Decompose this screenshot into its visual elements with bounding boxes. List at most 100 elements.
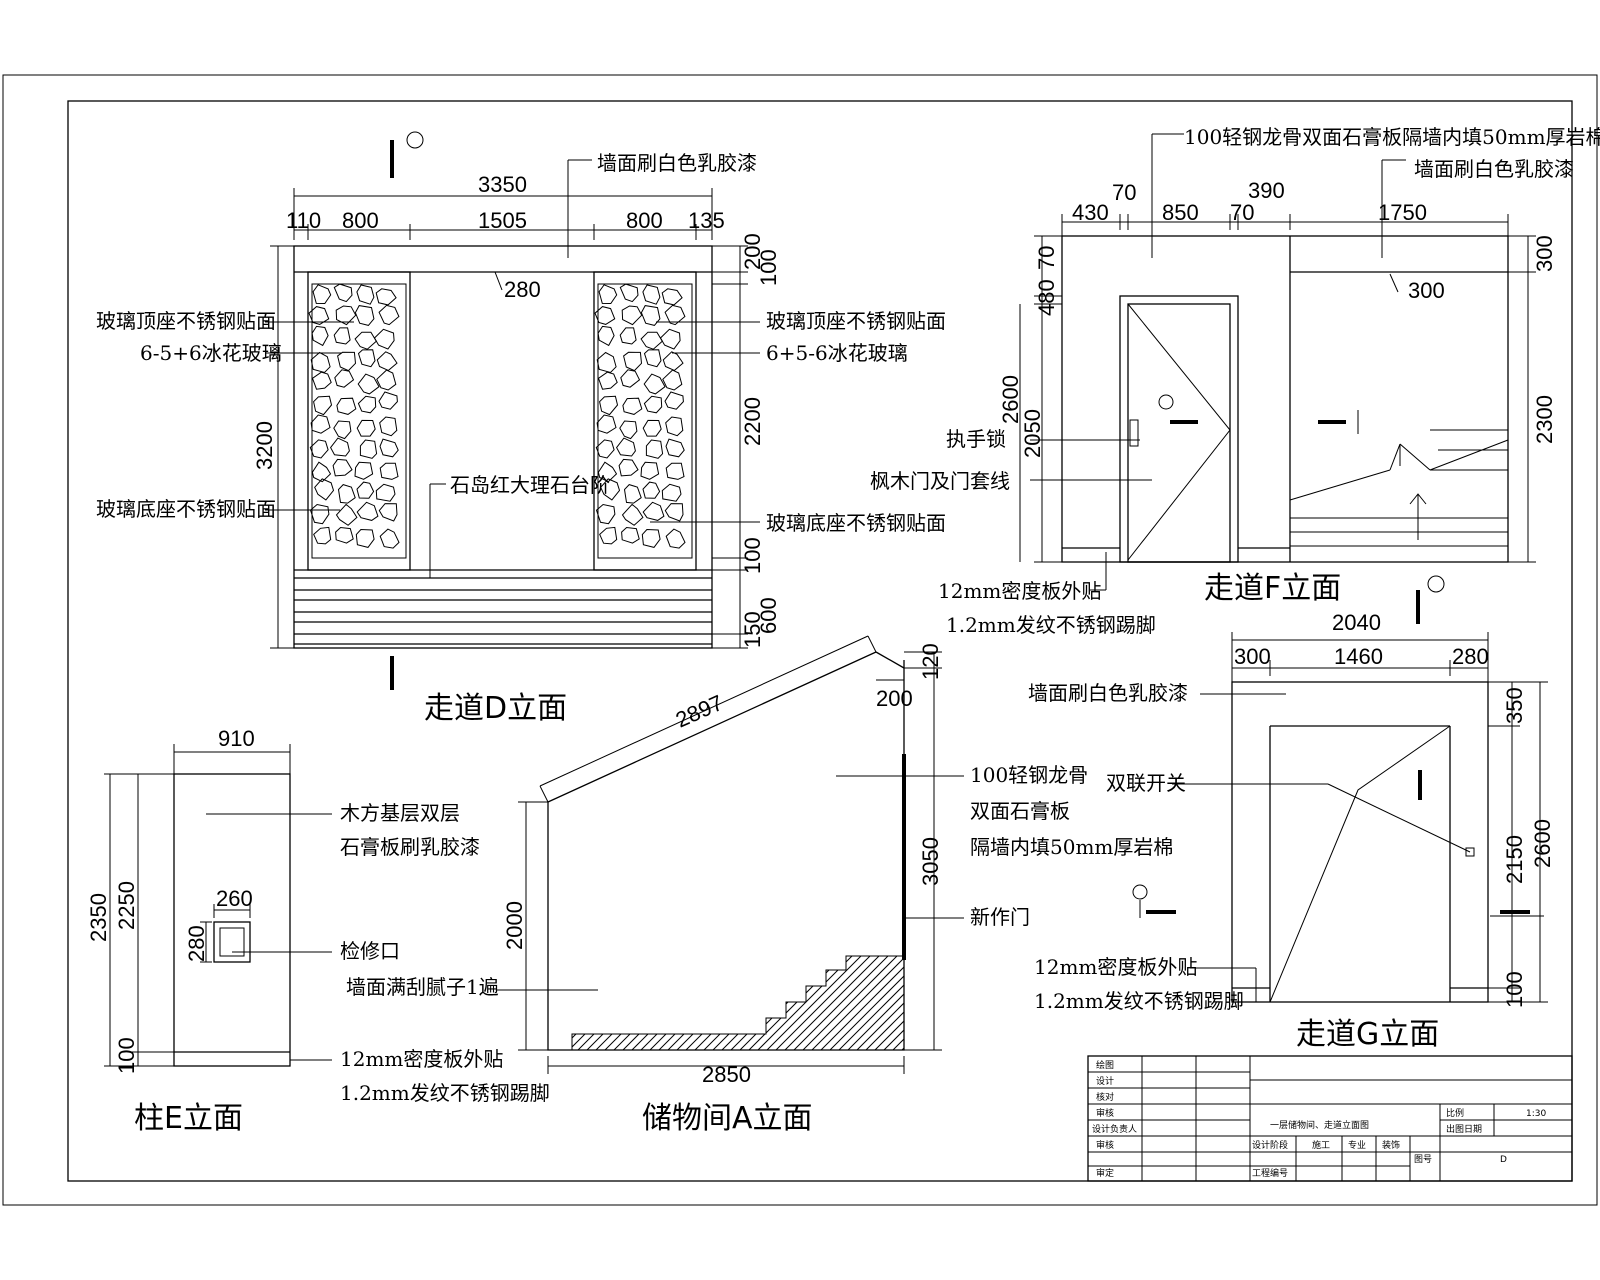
f-dim-1750: 1750 <box>1378 200 1427 225</box>
ice-cell <box>313 526 332 545</box>
a-dim-3050: 3050 <box>918 837 943 886</box>
ice-cell <box>662 369 683 391</box>
outer-border <box>2 74 1598 1206</box>
ice-cell <box>356 481 375 499</box>
ice-cell <box>311 371 332 390</box>
ice-cell <box>333 420 352 440</box>
tb-bottom-a: 工程编号 <box>1252 1167 1288 1179</box>
ice-cell <box>313 395 333 416</box>
ice-cell <box>619 283 639 303</box>
ice-cell <box>337 484 356 504</box>
d-title: 走道D立面 <box>424 691 567 726</box>
hatch-line <box>613 956 715 1050</box>
ice-cell <box>643 349 662 368</box>
hatch-line <box>847 956 904 1050</box>
d-outline <box>293 245 713 649</box>
hatch-line <box>829 956 904 1050</box>
ice-cell <box>333 327 351 345</box>
ice-cell <box>597 371 618 390</box>
ice-cell <box>356 419 376 437</box>
a-dim-2000: 2000 <box>502 901 527 950</box>
d-note-marble: 石岛红大理石台阶 <box>450 473 610 497</box>
hatch-line <box>874 956 904 1050</box>
ice-cell <box>311 461 332 483</box>
ice-cell <box>597 461 618 483</box>
d-glass-right <box>593 271 697 571</box>
view-g-elevation: 2040 300 1460 280 350 2150 2600 100 墙面刷白… <box>1028 610 1555 1052</box>
f-note-door: 枫木门及门套线 <box>870 469 1010 493</box>
a-title: 储物间A立面 <box>642 1101 813 1136</box>
ice-cell <box>662 351 684 371</box>
f-note-lock: 执手锁 <box>946 427 1006 451</box>
f-note-partition: 100轻钢龙骨双面石膏板隔墙内填50mm厚岩棉 <box>1184 125 1600 149</box>
hatch-line <box>811 956 904 1050</box>
ice-cell <box>357 395 377 414</box>
ice-cell <box>594 306 616 325</box>
ice-cell <box>354 305 375 326</box>
g-note-skirting-1: 12mm密度板外贴 <box>1034 955 1197 979</box>
f-note-wall-paint: 墙面刷白色乳胶漆 <box>1414 157 1574 181</box>
ice-cell <box>597 325 615 347</box>
ice-cell <box>661 288 683 306</box>
tb-scale-value: 1:30 <box>1526 1109 1546 1119</box>
hatch-line <box>748 956 850 1050</box>
ice-cell <box>359 439 378 459</box>
hatch-line <box>766 956 868 1050</box>
e-note-skirting-1: 12mm密度板外贴 <box>340 1047 503 1071</box>
d-note-glass-bottom-right: 玻璃底座不锈钢贴面 <box>766 511 946 535</box>
f-dim-300-inner: 300 <box>1408 278 1445 303</box>
g-dim-100: 100 <box>1502 971 1527 1008</box>
e-dim-2250: 2250 <box>114 881 139 930</box>
ice-cell <box>641 528 661 548</box>
ice-cell <box>616 437 636 457</box>
d-ice-pattern-left <box>308 283 400 549</box>
hatch-line <box>784 956 886 1050</box>
ice-cell <box>642 419 662 437</box>
f-dim-850: 850 <box>1162 200 1199 225</box>
hatch-line <box>820 956 904 1050</box>
ice-cell <box>665 438 685 458</box>
tb-sheet-label: 出图日期 <box>1446 1123 1482 1135</box>
f-door-leaf <box>1127 303 1231 563</box>
ice-cell <box>379 416 398 437</box>
ice-cell <box>642 481 661 499</box>
hatch-line <box>947 950 1047 1050</box>
d-ice-pattern-right <box>594 283 686 549</box>
g-dim-2150: 2150 <box>1502 835 1527 884</box>
g-note-switch: 双联开关 <box>1106 771 1186 795</box>
tb-mid-3: 专业 <box>1348 1139 1366 1151</box>
f-dim-70-left: 70 <box>1034 246 1059 270</box>
hatch-line <box>685 956 787 1050</box>
g-note-wall-paint: 墙面刷白色乳胶漆 <box>1028 681 1188 705</box>
d-note-wall-paint: 墙面刷白色乳胶漆 <box>597 151 757 175</box>
hatch-line <box>911 950 1011 1050</box>
ice-cell <box>642 501 665 521</box>
ice-cell <box>621 526 640 544</box>
hatch-line <box>838 956 904 1050</box>
ice-cell <box>357 349 376 368</box>
ice-cell <box>310 414 331 434</box>
ice-cell <box>595 503 616 525</box>
ice-cell <box>335 526 354 544</box>
tb-row-5: 设计负责人 <box>1092 1123 1137 1135</box>
f-note-skirting-1: 12mm密度板外贴 <box>938 579 1101 603</box>
ice-cell <box>665 462 685 480</box>
hatch-line <box>640 956 742 1050</box>
hatch-line <box>595 956 697 1050</box>
ice-cell <box>619 327 637 345</box>
hatch-line <box>920 950 1020 1050</box>
ice-cell <box>600 478 621 501</box>
d-dim-3200: 3200 <box>252 421 277 470</box>
ice-cell <box>642 284 661 305</box>
ice-cell <box>335 305 357 326</box>
d-dim-100b: 100 <box>740 537 765 574</box>
d-note-glass-right: 6+5-6冰花玻璃 <box>766 341 908 365</box>
ice-cell <box>379 528 400 549</box>
f-dim-70b: 70 <box>1230 200 1254 225</box>
ice-cell <box>643 395 663 414</box>
g-outline <box>1231 681 1489 1003</box>
a-dim-2850: 2850 <box>702 1062 751 1087</box>
ice-cell <box>598 284 618 305</box>
ice-cell <box>334 369 355 388</box>
